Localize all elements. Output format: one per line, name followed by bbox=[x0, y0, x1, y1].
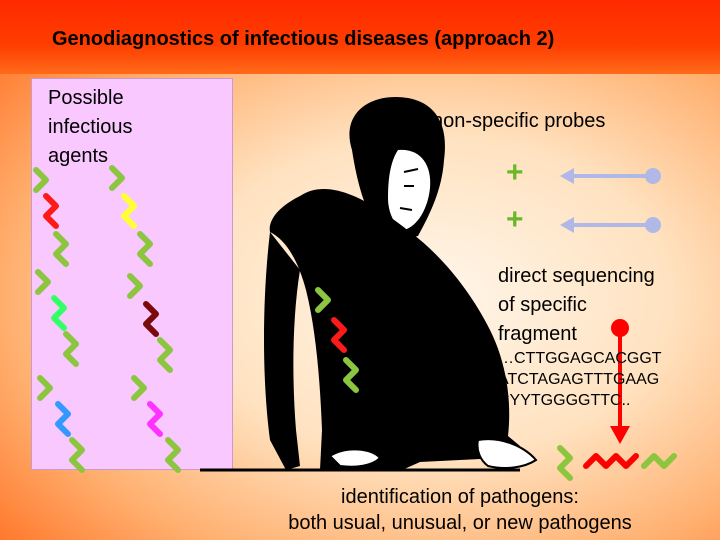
agent-strands bbox=[33, 165, 359, 473]
slide-title: Genodiagnostics of infectious diseases (… bbox=[52, 28, 555, 50]
probe-arrow-icon bbox=[560, 217, 661, 233]
dna-strand-icon-maroon bbox=[127, 273, 173, 373]
dna-strand-icon-magenta bbox=[131, 375, 181, 473]
probe-arrows bbox=[560, 168, 661, 233]
dna-strand-icon-green bbox=[35, 269, 79, 367]
sequencing-arrow-icon bbox=[610, 319, 630, 444]
sequencing-label: direct sequencing of specific fragment bbox=[498, 265, 655, 345]
dna-strand-icon-red bbox=[33, 167, 69, 267]
probe-arrow-icon bbox=[560, 168, 661, 184]
plus-sign-1: + bbox=[506, 156, 524, 189]
dna-strand-icon-sample bbox=[315, 287, 359, 393]
dna-strand-icon-blue bbox=[37, 375, 85, 473]
identification-label: identification of pathogens: both usual,… bbox=[288, 486, 632, 534]
identified-strand-icon bbox=[557, 445, 677, 481]
title-bar: Genodiagnostics of infectious diseases (… bbox=[0, 0, 720, 74]
agents-label: Possible infectious agents bbox=[48, 87, 133, 167]
sequence-text: …CTTGGAGCACGGT ATCTAGAGTTTGAAG CYYTGGGGT… bbox=[498, 350, 662, 409]
probes-label: non-specific probes bbox=[432, 110, 606, 132]
plus-sign-2: + bbox=[506, 203, 524, 236]
dna-strand-icon-yellow bbox=[109, 165, 153, 267]
doctor-silhouette-icon bbox=[200, 96, 538, 472]
